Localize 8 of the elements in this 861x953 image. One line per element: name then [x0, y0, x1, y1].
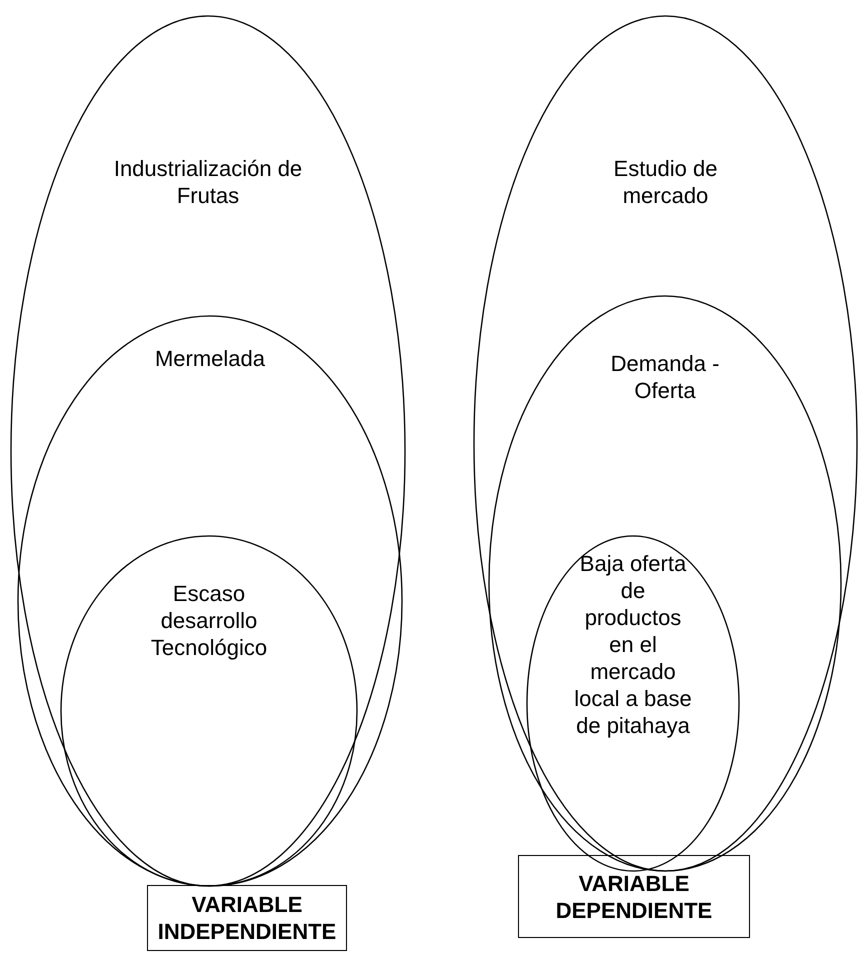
variable-box: VARIABLE INDEPENDIENTE: [147, 885, 347, 951]
concept-label: Mermelada: [154, 345, 266, 372]
concept-label: Demanda - Oferta: [610, 350, 720, 404]
concept-label: Estudio de mercado: [612, 155, 718, 209]
concept-label: Baja oferta de productos en el mercado local a base de pitahaya: [573, 550, 693, 739]
concept-label: Escaso desarrollo Tecnológico: [150, 580, 268, 661]
variable-box: VARIABLE DEPENDIENTE: [518, 855, 750, 938]
concept-label: Industrialización de Frutas: [113, 155, 303, 209]
